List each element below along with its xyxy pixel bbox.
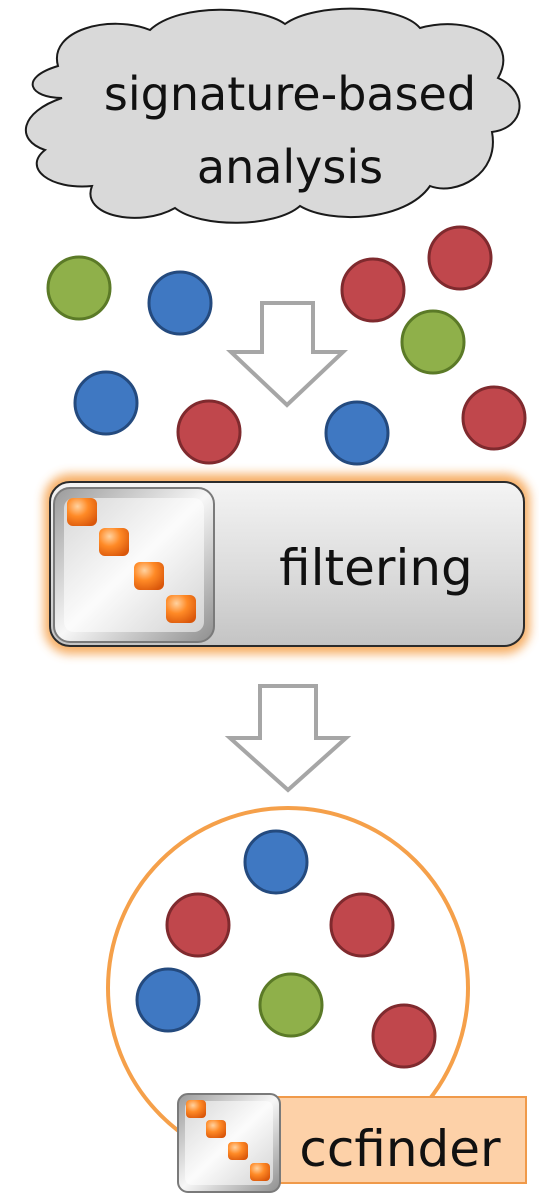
input-item-red xyxy=(461,385,527,451)
output-item-blue xyxy=(243,829,309,895)
output-item-red xyxy=(165,892,231,958)
input-item-blue xyxy=(73,370,139,436)
input-item-blue xyxy=(147,270,213,336)
input-item-red xyxy=(340,257,406,323)
output-item-blue xyxy=(135,967,201,1033)
output-item-red xyxy=(329,892,395,958)
input-item-red xyxy=(427,225,493,291)
down-arrow-icon xyxy=(224,684,352,793)
output-item-green xyxy=(258,972,324,1038)
output-items xyxy=(135,829,437,1069)
down-arrow-icon xyxy=(225,301,349,408)
output-item-red xyxy=(371,1003,437,1069)
input-item-green xyxy=(400,309,466,375)
ccfinder-tag-background xyxy=(269,1096,527,1184)
filtering-label: filtering xyxy=(279,539,473,597)
analysis-cloud: signature-based analysis xyxy=(24,7,521,224)
input-item-blue xyxy=(324,400,390,466)
cloud-shape xyxy=(24,7,521,224)
ccfinder-logo-icon xyxy=(53,487,215,643)
cloud-text-line2: analysis xyxy=(197,140,383,194)
ccfinder-logo-icon xyxy=(177,1093,281,1193)
ccfinder-tag: ccfinder xyxy=(177,1093,527,1193)
ccfinder-label: ccfinder xyxy=(299,1120,501,1178)
filtering-box: filtering xyxy=(44,474,530,654)
cloud-text-line1: signature-based xyxy=(104,67,476,121)
input-item-green xyxy=(46,255,112,321)
input-item-red xyxy=(176,399,242,465)
input-items xyxy=(46,225,527,466)
